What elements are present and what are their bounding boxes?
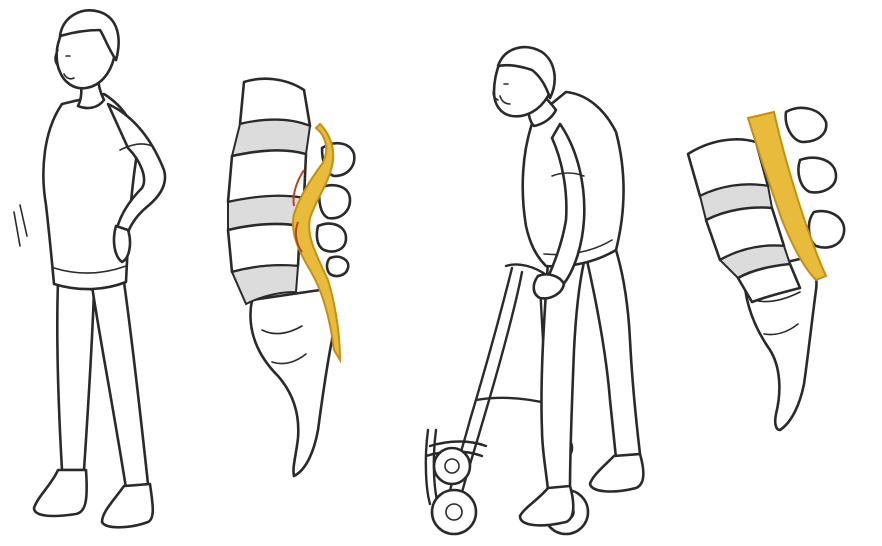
sacrum	[250, 290, 332, 476]
front-leg	[92, 282, 148, 488]
person-with-walker-icon	[426, 47, 643, 534]
standing-person-icon	[14, 10, 165, 527]
back-leg	[57, 282, 94, 470]
front-wheel	[434, 448, 470, 484]
lumbar-spine-flexed-icon	[688, 108, 844, 430]
spinous-process-3	[809, 211, 844, 247]
back-shoe	[520, 486, 573, 525]
hand	[114, 226, 130, 262]
rear-wheel-left	[432, 490, 476, 534]
spinous-process-3	[317, 224, 346, 252]
lumbar-spine-stenosis-icon	[228, 79, 354, 476]
spinous-process-2	[798, 158, 836, 193]
spinous-process-4	[327, 257, 348, 276]
front-shoe	[102, 484, 153, 527]
back-shoe	[34, 470, 87, 516]
front-shoe	[590, 454, 643, 491]
spinous-process-2	[319, 185, 350, 218]
spinous-process-1	[786, 108, 827, 142]
front-leg	[586, 250, 640, 458]
